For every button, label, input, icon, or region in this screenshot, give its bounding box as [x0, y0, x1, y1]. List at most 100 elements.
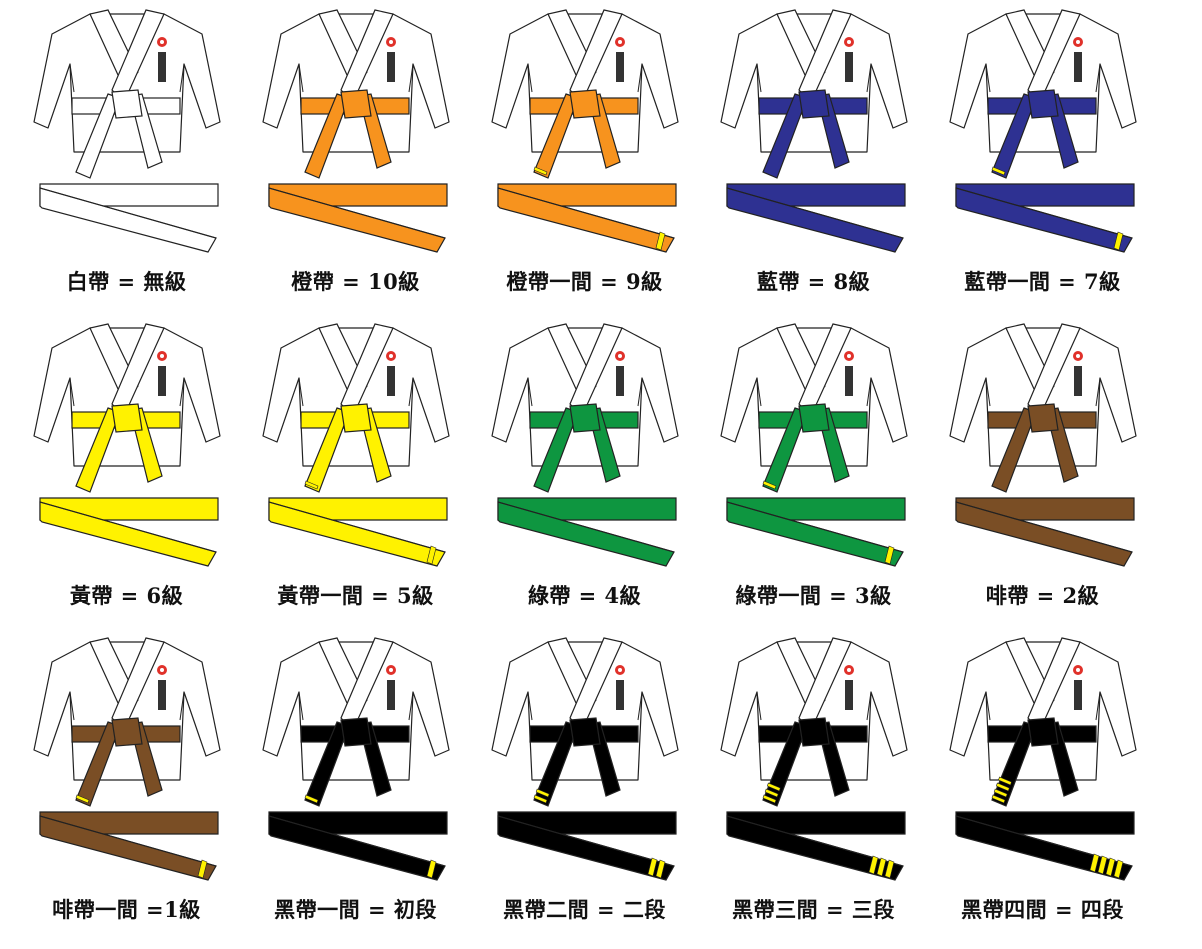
belt-knot	[569, 717, 601, 747]
dojo-logo	[160, 668, 164, 672]
belt-diagonal-strip	[955, 187, 1133, 253]
rank-label: 黑帶二間 = 二段	[503, 897, 666, 922]
gi-lapel-right	[798, 323, 852, 418]
gi-lapel-right	[569, 323, 623, 418]
rank-label: 藍帶一間 = 7級	[964, 269, 1121, 294]
dojo-logo	[389, 40, 393, 44]
belt-diagonal-strip	[726, 815, 904, 881]
belt-illustration	[720, 637, 908, 881]
folded-belt	[268, 183, 448, 253]
folded-belt	[268, 811, 448, 881]
dojo-calligraphy	[616, 680, 624, 710]
gi-seam	[527, 63, 533, 93]
rank-card: 橙帶 = 10級	[241, 2, 470, 316]
gi-lapel-right	[111, 323, 165, 418]
gi-jacket	[262, 323, 450, 467]
folded-belt	[497, 183, 677, 253]
belt-knot	[111, 89, 143, 119]
belt-illustration	[949, 637, 1137, 881]
gi-seam	[866, 377, 872, 407]
belt-illustration	[949, 9, 1137, 253]
worn-belt	[529, 717, 639, 807]
belt-knot	[798, 717, 830, 747]
rank-card: 黃帶 = 6級	[12, 316, 241, 630]
gi-seam	[408, 377, 414, 407]
rank-stripe	[884, 545, 895, 565]
belt-diagonal-strip	[268, 501, 446, 567]
gi-seam	[69, 377, 75, 407]
gi-seam	[179, 377, 185, 407]
belt-knot	[340, 89, 372, 119]
belt-fold-line	[39, 815, 217, 867]
gi-seam	[637, 377, 643, 407]
rank-label: 黃帶 = 6級	[69, 583, 184, 608]
gi-jacket	[33, 637, 221, 781]
belt-illustration	[491, 637, 679, 881]
dojo-calligraphy	[1074, 52, 1082, 82]
dojo-logo	[847, 40, 851, 44]
gi-seam	[985, 377, 991, 407]
belt-diagonal-strip	[39, 815, 217, 881]
dojo-calligraphy	[158, 52, 166, 82]
rank-card: 黑帶二間 = 二段	[470, 630, 699, 944]
rank-label: 橙帶一間 = 9級	[506, 269, 663, 294]
dojo-calligraphy	[387, 366, 395, 396]
dojo-calligraphy	[387, 52, 395, 82]
belt-diagonal-strip	[726, 501, 904, 567]
rank-card: 白帶 = 無級	[12, 2, 241, 316]
belt-diagonal-strip	[497, 501, 675, 567]
dojo-logo	[389, 668, 393, 672]
rank-label: 綠帶 = 4級	[527, 583, 642, 608]
gi-lapel-right	[569, 637, 623, 732]
belt-fold-line	[268, 501, 446, 553]
gi-lapel-right	[340, 9, 394, 104]
rank-card: 黑帶四間 = 四段	[928, 630, 1157, 944]
gi-seam	[1095, 377, 1101, 407]
belt-illustration	[949, 323, 1137, 567]
belt-knot	[111, 403, 143, 433]
folded-belt	[268, 497, 448, 567]
gi-seam	[866, 63, 872, 93]
gi-jacket	[720, 637, 908, 781]
rank-card: 黑帶三間 = 三段	[699, 630, 928, 944]
rank-stripe	[762, 480, 777, 490]
rank-stripe	[766, 782, 781, 792]
rank-stripe	[991, 166, 1006, 176]
rank-stripe	[884, 859, 895, 879]
gi-jacket	[720, 323, 908, 467]
dojo-logo	[618, 354, 622, 358]
dojo-logo	[1076, 40, 1080, 44]
rank-card: 啡帶 = 2級	[928, 316, 1157, 630]
gi-jacket	[262, 637, 450, 781]
belt-diagonal-strip	[268, 187, 446, 253]
gi-seam	[527, 377, 533, 407]
belt-knot	[340, 403, 372, 433]
rank-card: 藍帶一間 = 7級	[928, 2, 1157, 316]
gi-jacket	[33, 9, 221, 153]
gi-seam	[1095, 63, 1101, 93]
gi-lapel-right	[340, 637, 394, 732]
dojo-calligraphy	[1074, 366, 1082, 396]
rank-stripe	[868, 855, 879, 875]
worn-belt	[71, 403, 181, 493]
belt-illustration	[33, 9, 221, 253]
belt-knot	[798, 89, 830, 119]
rank-stripe	[533, 794, 548, 804]
rank-label: 橙帶 = 10級	[291, 269, 420, 294]
belt-knot	[1027, 89, 1059, 119]
belt-knot	[111, 717, 143, 747]
rank-stripe	[991, 794, 1006, 804]
gi-lapel-right	[111, 9, 165, 104]
worn-belt	[300, 403, 410, 493]
rank-stripe	[655, 231, 666, 251]
folded-belt	[497, 497, 677, 567]
belt-illustration	[491, 323, 679, 567]
dojo-calligraphy	[1074, 680, 1082, 710]
worn-belt	[300, 717, 410, 807]
rank-stripe	[993, 788, 1008, 798]
rank-label: 藍帶 = 8級	[756, 269, 871, 294]
belt-diagonal-strip	[497, 815, 675, 881]
belt-diagonal-strip	[726, 187, 904, 253]
dojo-logo	[847, 354, 851, 358]
